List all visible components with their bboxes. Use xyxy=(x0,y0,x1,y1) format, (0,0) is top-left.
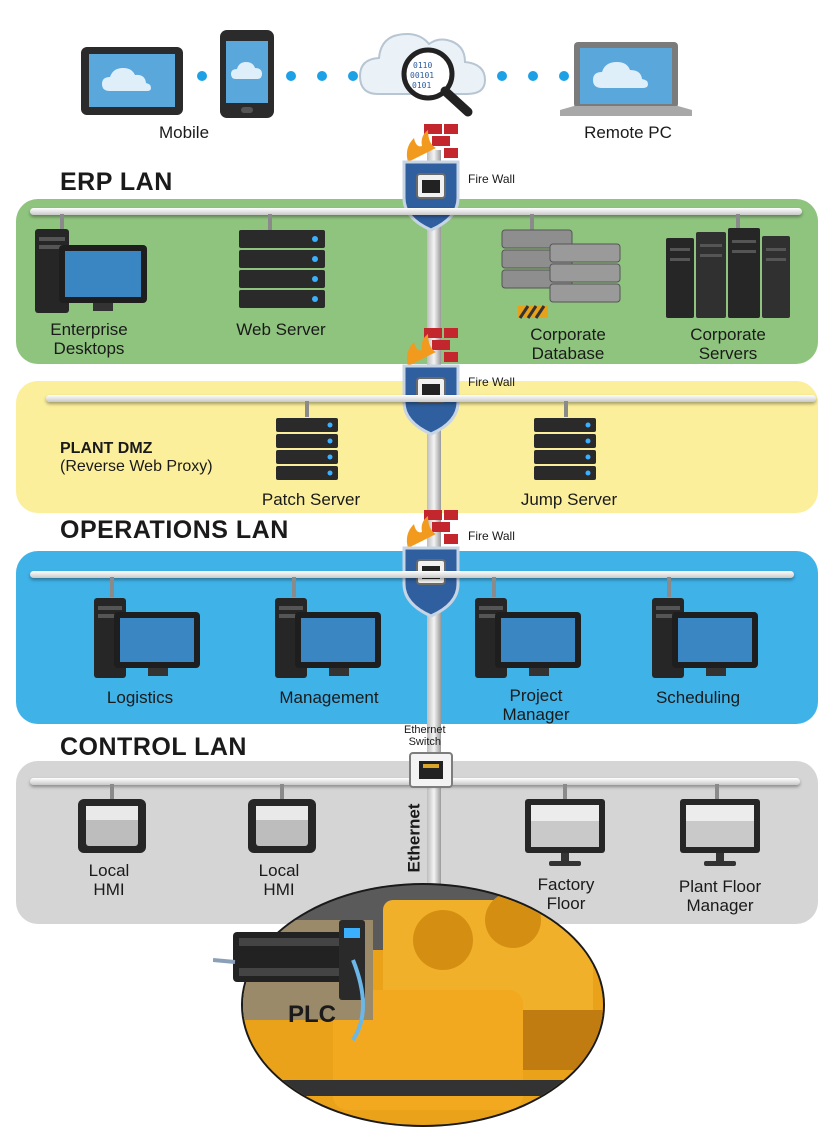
link-dot xyxy=(317,71,327,81)
node-label: Factory Floor xyxy=(537,875,595,913)
link-dot xyxy=(348,71,358,81)
svg-text:00101: 00101 xyxy=(410,71,434,80)
remote-pc-label: Remote PC xyxy=(584,123,672,142)
erp-lan-title: ERP LAN xyxy=(60,168,173,196)
smartphone-icon xyxy=(219,29,275,119)
server-rack-icon xyxy=(664,228,804,320)
node-label: Scheduling xyxy=(655,688,741,707)
link-dot xyxy=(286,71,296,81)
plant-dmz-subtitle: (Reverse Web Proxy) xyxy=(60,458,213,475)
bus-drop xyxy=(292,577,296,597)
bus-drop xyxy=(715,784,719,800)
switch-label: Ethernet Switch xyxy=(404,724,446,748)
link-dot xyxy=(497,71,507,81)
desktop-computer-icon xyxy=(273,596,383,680)
bus-drop xyxy=(564,401,568,417)
bus-drop xyxy=(667,577,671,597)
desktop-computer-icon xyxy=(92,596,202,680)
firewall-icon xyxy=(400,508,462,620)
hmi-panel-icon xyxy=(247,798,317,854)
erp-bus xyxy=(30,208,802,215)
bus-drop xyxy=(268,214,272,230)
bus-drop xyxy=(736,214,740,230)
link-dot xyxy=(197,71,207,81)
link-dot xyxy=(559,71,569,81)
firewall-label: Fire Wall xyxy=(468,375,515,389)
control-lan-title: CONTROL LAN xyxy=(60,733,247,761)
desktop-computer-icon xyxy=(473,596,583,680)
cloud-icon: 0110 00101 0101 xyxy=(358,12,488,124)
plant-dmz-title: PLANT DMZ xyxy=(60,440,153,457)
firewall-icon xyxy=(400,326,462,438)
patch-server-icon xyxy=(274,416,340,484)
mobile-label: Mobile xyxy=(158,123,210,142)
tablet-icon xyxy=(80,46,184,116)
svg-text:0101: 0101 xyxy=(412,81,431,90)
node-label: Enterprise Desktops xyxy=(50,320,128,358)
node-label: Logistics xyxy=(106,688,174,707)
ethernet-label: Ethernet xyxy=(404,803,424,873)
desktop-computer-icon xyxy=(33,227,149,315)
link-dot xyxy=(528,71,538,81)
bus-drop xyxy=(530,214,534,230)
ethernet-switch-icon xyxy=(409,752,453,788)
dmz-bus xyxy=(46,395,816,402)
node-label: Plant Floor Manager xyxy=(678,877,762,915)
bus-drop xyxy=(563,784,567,800)
node-label: Management xyxy=(279,688,379,707)
node-label: Web Server xyxy=(236,320,326,339)
operations-lan-title: OPERATIONS LAN xyxy=(60,516,289,544)
laptop-icon xyxy=(556,40,696,120)
web-server-icon xyxy=(237,228,327,312)
node-label: Corporate Database xyxy=(530,325,606,363)
monitor-icon xyxy=(678,797,762,869)
bus-drop xyxy=(60,214,64,230)
node-label: Project Manager xyxy=(502,686,570,724)
plc-machine-illustration xyxy=(213,880,633,1130)
firewall-label: Fire Wall xyxy=(468,529,515,543)
bus-drop xyxy=(280,784,284,800)
operations-bus xyxy=(30,571,794,578)
node-label: Corporate Servers xyxy=(690,325,766,363)
bus-drop xyxy=(110,784,114,800)
plc-label: PLC xyxy=(288,1001,336,1028)
node-label: Local HMI xyxy=(258,861,300,899)
ethernet-label-wrap: Ethernet xyxy=(400,800,430,880)
hmi-panel-icon xyxy=(77,798,147,854)
database-icon xyxy=(500,228,622,322)
firewall-label: Fire Wall xyxy=(468,172,515,186)
monitor-icon xyxy=(523,797,607,869)
node-label: Patch Server xyxy=(261,490,361,509)
bus-drop xyxy=(110,577,114,597)
bus-drop xyxy=(305,401,309,417)
desktop-computer-icon xyxy=(650,596,760,680)
svg-text:0110: 0110 xyxy=(413,61,432,70)
bus-drop xyxy=(492,577,496,597)
node-label: Jump Server xyxy=(520,490,618,509)
firewall-icon xyxy=(400,122,462,234)
jump-server-icon xyxy=(532,416,598,484)
node-label: Local HMI xyxy=(88,861,130,899)
